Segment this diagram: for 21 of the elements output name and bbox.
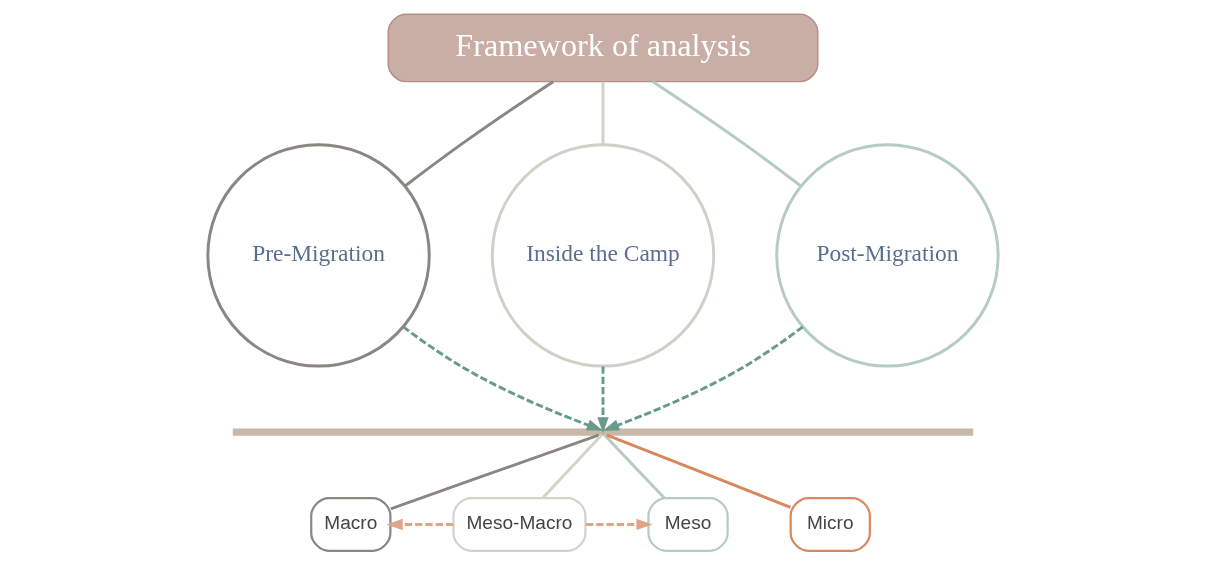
arrow bbox=[386, 518, 454, 531]
arrow bbox=[585, 518, 653, 531]
arrow bbox=[402, 325, 604, 431]
node-box: Meso-Macro bbox=[452, 496, 587, 552]
connector bbox=[601, 81, 605, 145]
arrow bbox=[602, 325, 804, 431]
node-box: Macro bbox=[310, 496, 392, 552]
connector bbox=[541, 434, 603, 499]
node-box: Meso bbox=[647, 496, 729, 552]
node-bar bbox=[232, 428, 974, 436]
node-circle: Inside the Camp bbox=[490, 143, 716, 368]
node-circle: Pre-Migration bbox=[206, 143, 431, 368]
connector bbox=[603, 434, 666, 499]
connector bbox=[606, 433, 791, 509]
connector bbox=[404, 80, 554, 188]
node-box: Micro bbox=[789, 496, 871, 552]
node-circle: Post-Migration bbox=[775, 143, 1000, 368]
connector bbox=[652, 80, 802, 188]
node-box: Framework of analysis bbox=[387, 13, 819, 83]
arrow bbox=[597, 366, 609, 434]
connector bbox=[390, 433, 600, 511]
